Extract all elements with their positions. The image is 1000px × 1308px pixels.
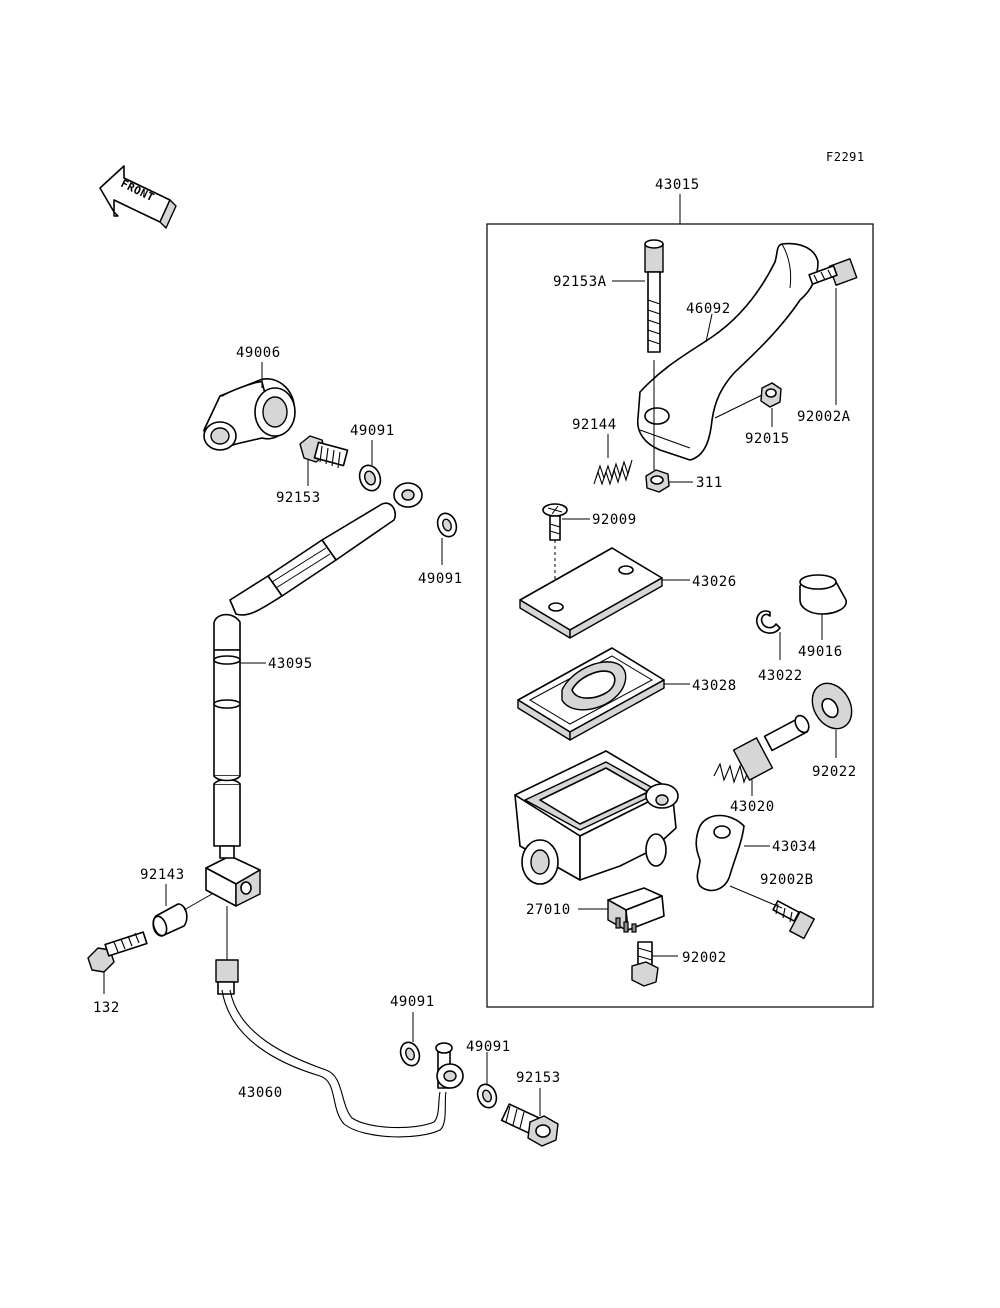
label-49091-top: 49091	[350, 423, 395, 439]
brake-hose-43095	[213, 482, 423, 847]
label-49091-bottom-left: 49091	[390, 994, 435, 1010]
label-43015: 43015	[655, 177, 700, 193]
label-92002a: 92002A	[797, 409, 851, 425]
label-92153a: 92153A	[553, 274, 607, 290]
label-132: 132	[93, 1000, 120, 1016]
label-43020: 43020	[730, 799, 775, 815]
pivot-bolt-92153a	[644, 239, 664, 353]
label-27010: 27010	[526, 902, 571, 918]
bolt-92002a	[808, 258, 858, 286]
label-92153-top: 92153	[276, 490, 321, 506]
hose-joint-block	[205, 845, 261, 907]
label-43028: 43028	[692, 678, 737, 694]
nut-311	[645, 469, 670, 493]
label-43095: 43095	[268, 656, 313, 672]
label-92144: 92144	[572, 417, 617, 433]
label-49091-right: 49091	[418, 571, 463, 587]
label-92002b: 92002B	[760, 872, 814, 888]
label-49091-bottom-right: 49091	[466, 1039, 511, 1055]
washer-49091-top	[358, 464, 382, 492]
washer-49091-bottom-right	[476, 1083, 498, 1109]
banjo-bolt-92153-bottom	[500, 1103, 559, 1147]
label-311: 311	[696, 475, 723, 491]
boot-cover-49006	[203, 378, 296, 451]
reservoir-cap-43026	[519, 547, 663, 639]
diaphragm-43028	[517, 647, 665, 741]
label-92022: 92022	[812, 764, 857, 780]
washer-49091-bottom-left	[399, 1041, 421, 1067]
front-arrow-icon: FRONT	[99, 165, 177, 229]
label-92015: 92015	[745, 431, 790, 447]
collar-92143	[152, 903, 188, 937]
bolt-132	[87, 931, 148, 973]
label-92153-bottom: 92153	[516, 1070, 561, 1086]
figure-code: F2291	[826, 150, 865, 164]
label-92002: 92002	[682, 950, 727, 966]
label-92009: 92009	[592, 512, 637, 528]
clamp-43034	[695, 814, 745, 892]
circlip-43022	[755, 610, 781, 634]
spring-92144	[593, 459, 633, 486]
label-92143: 92143	[140, 867, 185, 883]
label-43022: 43022	[758, 668, 803, 684]
label-43026: 43026	[692, 574, 737, 590]
label-46092: 46092	[686, 301, 731, 317]
washer-49091-right	[436, 512, 458, 538]
label-49006: 49006	[236, 345, 281, 361]
label-49016: 49016	[798, 644, 843, 660]
brake-lever	[636, 242, 819, 461]
label-43034: 43034	[772, 839, 817, 855]
master-cylinder-body	[514, 750, 679, 885]
bolt-92002	[631, 941, 659, 987]
banjo-bolt-92153-top	[299, 435, 349, 469]
screw-92009	[542, 503, 568, 541]
boot-49016	[799, 574, 847, 615]
washer-92022	[811, 682, 853, 730]
nut-92015	[760, 382, 782, 408]
label-43060: 43060	[238, 1085, 283, 1101]
switch-27010	[607, 887, 665, 933]
brake-pipe-43060	[215, 959, 464, 1138]
piston-43020	[713, 714, 810, 784]
